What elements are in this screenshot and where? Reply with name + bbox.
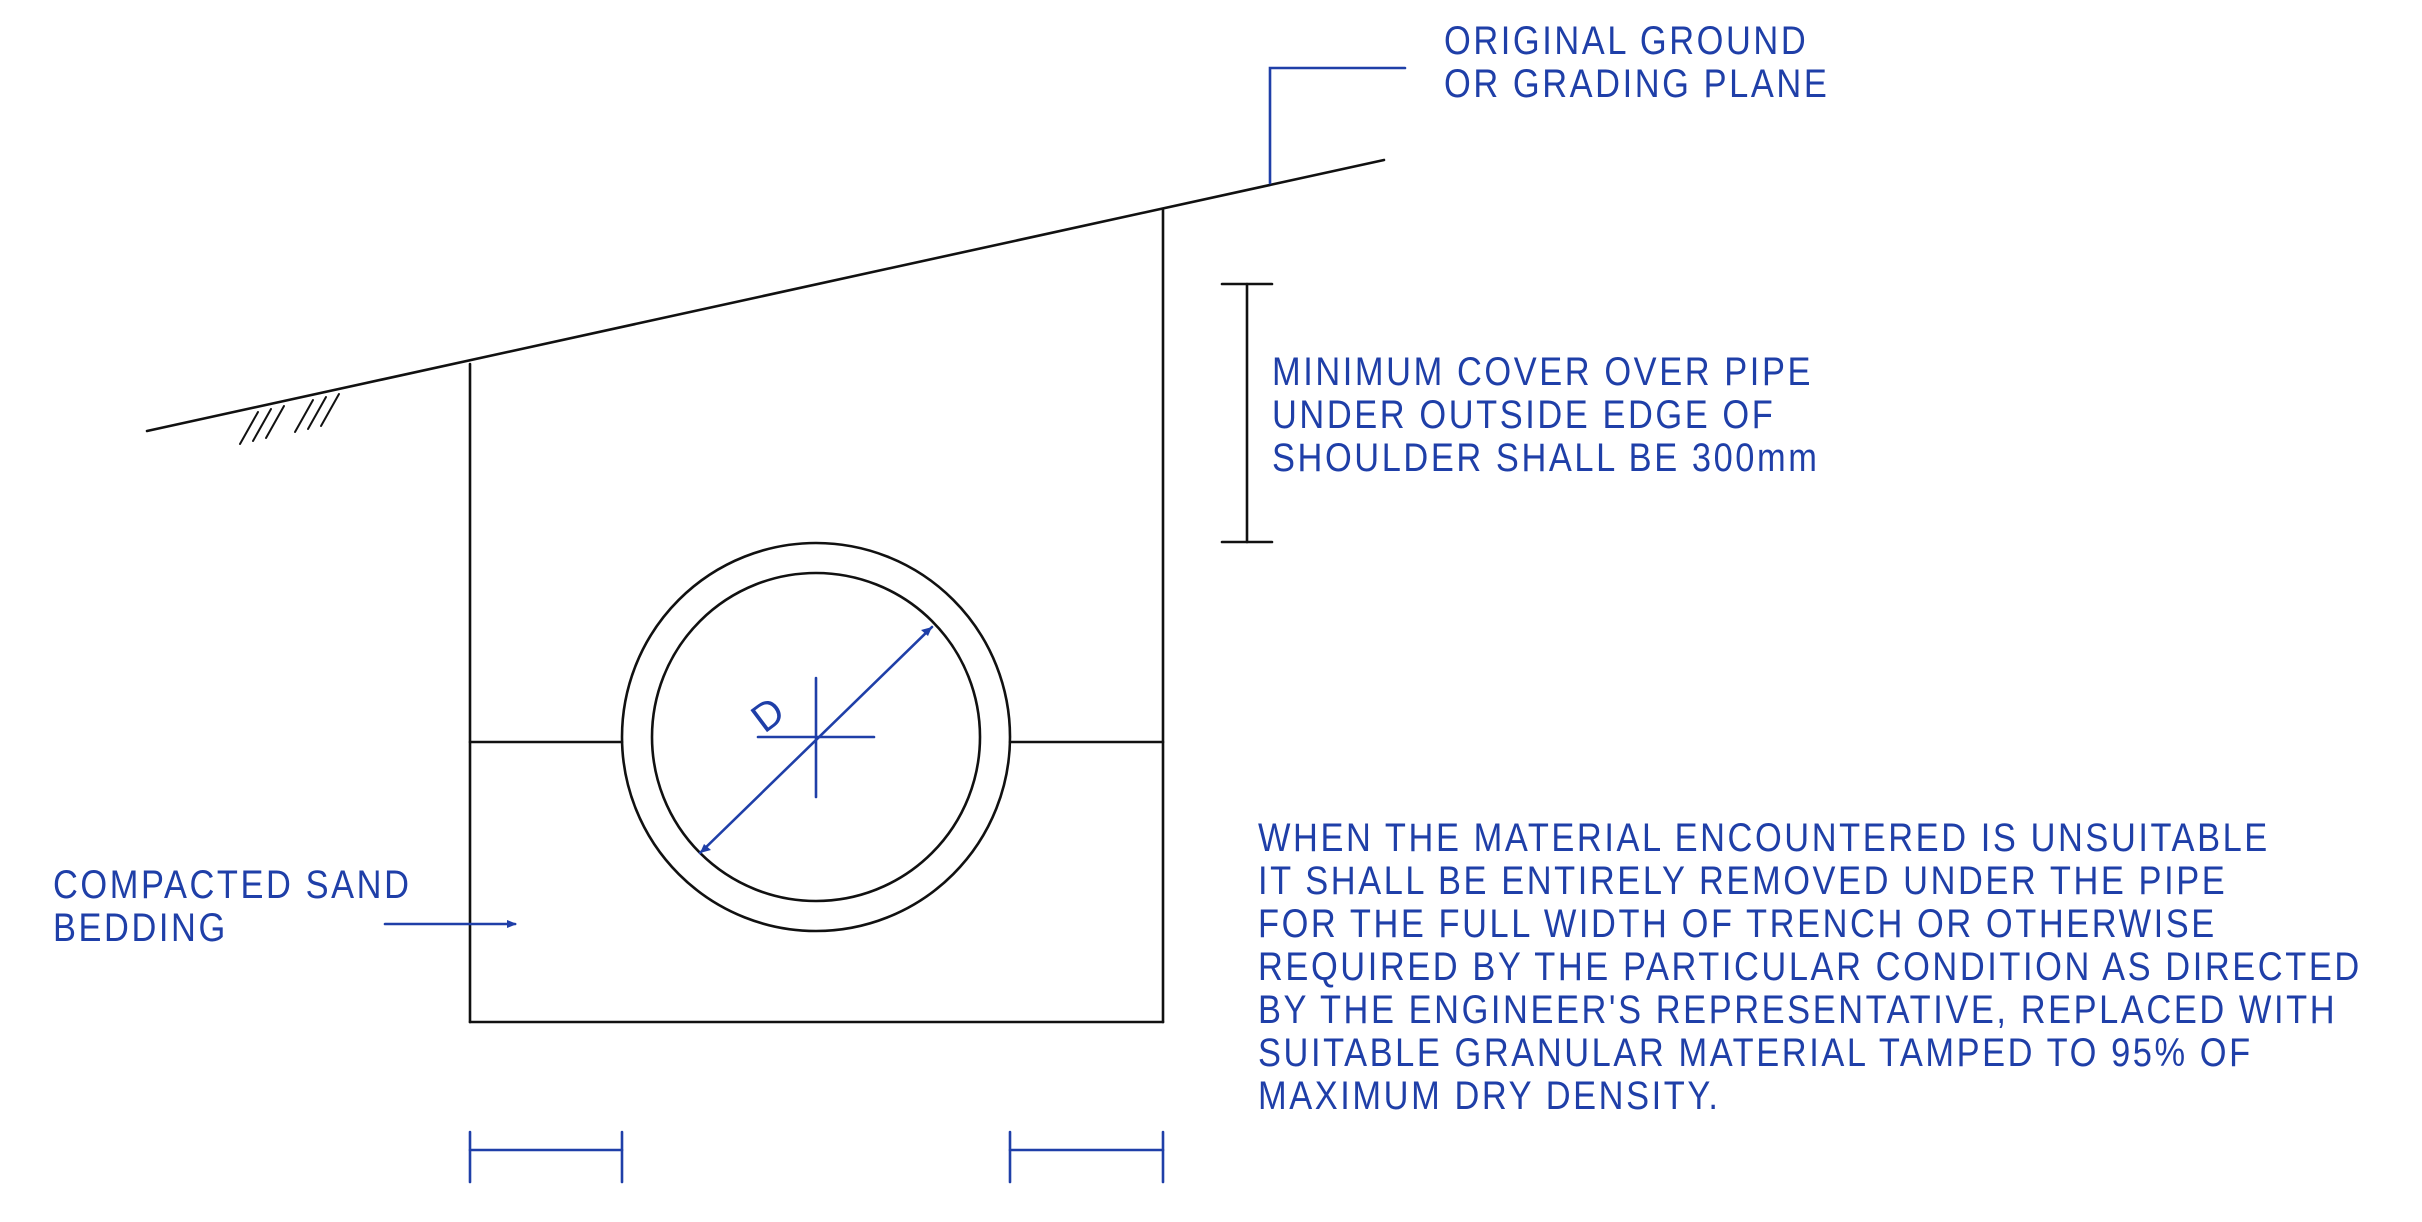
note-line: BY THE ENGINEER'S REPRESENTATIVE, REPLAC… <box>1258 988 2338 1032</box>
cover-label-line: MINIMUM COVER OVER PIPE <box>1272 350 1813 394</box>
sand-bedding-leader <box>383 920 517 928</box>
note-line: SUITABLE GRANULAR MATERIAL TAMPED TO 95%… <box>1258 1031 2253 1075</box>
ground-label: ORIGINAL GROUND OR GRADING PLANE <box>1444 20 1829 106</box>
note-line: MAXIMUM DRY DENSITY. <box>1258 1074 1721 1118</box>
diameter-dimension <box>698 625 934 855</box>
minimum-cover-dimension <box>1220 282 1274 544</box>
pipe-outer-wall <box>620 541 1012 933</box>
note-line: FOR THE FULL WIDTH OF TRENCH OR OTHERWIS… <box>1258 902 2217 946</box>
minimum-cover-label: MINIMUM COVER OVER PIPE UNDER OUTSIDE ED… <box>1272 351 1819 480</box>
bottom-dimension-right <box>1008 1130 1165 1184</box>
cover-label-line: UNDER OUTSIDE EDGE OF <box>1272 393 1776 437</box>
ground-label-line: OR GRADING PLANE <box>1444 62 1830 106</box>
ground-hatch <box>239 393 340 445</box>
sand-bedding-label: COMPACTED SAND BEDDING <box>53 864 411 950</box>
unsuitable-material-note: WHEN THE MATERIAL ENCOUNTERED IS UNSUITA… <box>1258 817 2362 1118</box>
sand-label-line: COMPACTED SAND <box>53 863 412 907</box>
note-line: REQUIRED BY THE PARTICULAR CONDITION AS … <box>1258 945 2362 989</box>
ground-line <box>145 158 1386 433</box>
ground-label-line: ORIGINAL GROUND <box>1444 19 1809 63</box>
sand-label-line: BEDDING <box>53 906 228 950</box>
note-line: WHEN THE MATERIAL ENCOUNTERED IS UNSUITA… <box>1258 816 2270 860</box>
bottom-dimension-left <box>468 1130 624 1184</box>
note-line: IT SHALL BE ENTIRELY REMOVED UNDER THE P… <box>1258 859 2228 903</box>
cover-label-line: SHOULDER SHALL BE 300mm <box>1272 436 1820 480</box>
ground-label-leader <box>1268 66 1407 185</box>
pipe-inner-wall <box>650 571 982 903</box>
